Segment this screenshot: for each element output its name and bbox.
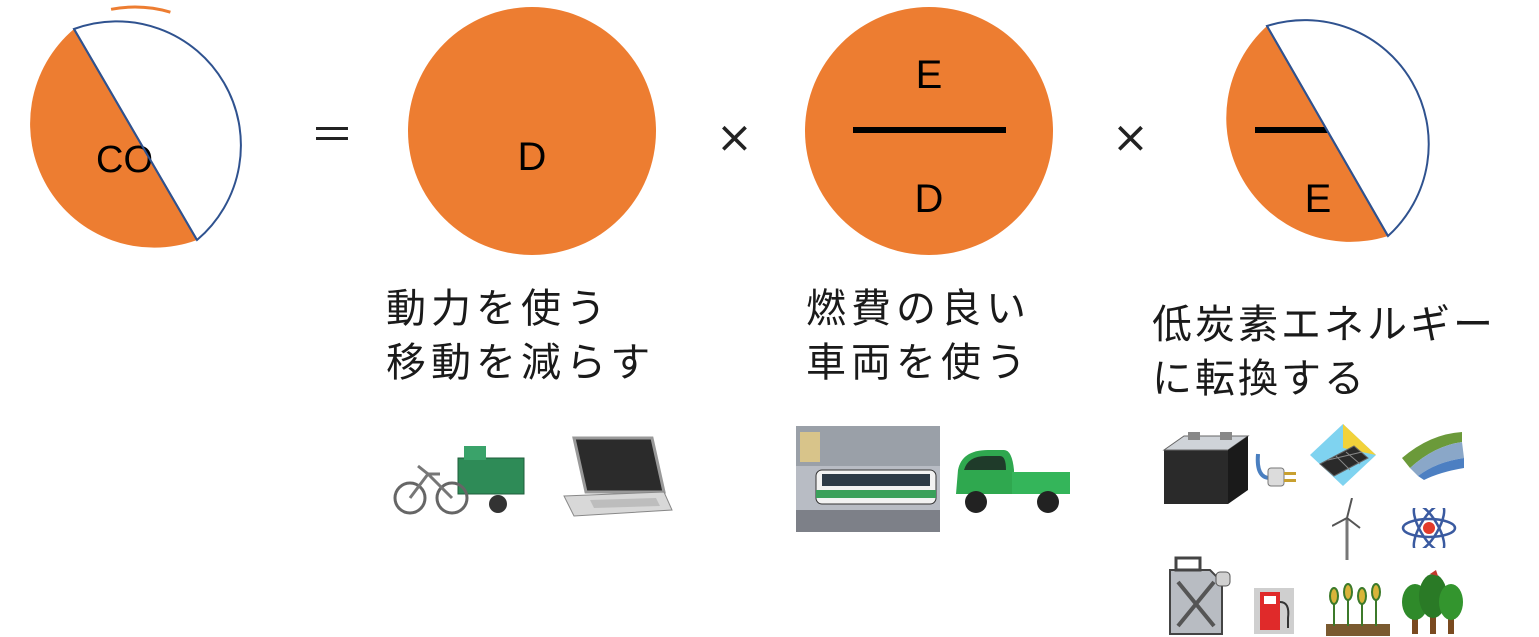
caption-lowcarbon-line1: 低炭素エネルギー — [1152, 302, 1496, 348]
caption-efficient-line1: 燃費の良い — [806, 286, 1031, 332]
caption-reduce-travel: 動力を使う 移動を減らす — [386, 282, 655, 390]
d-label: D — [518, 135, 547, 179]
c-over-e-circle: C E — [1226, 19, 1430, 242]
co2-cut-line — [73, 28, 198, 241]
fuel-pump-icon — [1254, 588, 1294, 634]
e-over-d-denominator: D — [915, 177, 944, 221]
tram-icon — [796, 426, 940, 532]
trees-icon — [1402, 570, 1463, 634]
caption-reduce-travel-line2: 移動を減らす — [386, 340, 656, 386]
jerry-can-icon — [1169, 556, 1231, 635]
laptop-icon — [563, 436, 673, 517]
c-over-e-denominator: E — [1305, 177, 1332, 221]
bicycle-cart-icon — [393, 446, 525, 515]
wind-turbine-icon — [1332, 498, 1361, 560]
equals-sign: ＝ — [310, 110, 354, 161]
co2-circle-top-arc — [9, 5, 261, 257]
crops-icon — [1326, 583, 1390, 636]
dam-icon — [1402, 432, 1464, 480]
c-over-e-white-half — [1265, 19, 1430, 238]
c-over-e-cut-line — [1266, 25, 1389, 237]
caption-reduce-travel-line1: 動力を使う — [386, 286, 611, 332]
caption-efficient-vehicle: 燃費の良い 車両を使う — [806, 282, 1031, 390]
co2-circle-white-half — [72, 20, 242, 242]
co2-circle-orange-half — [30, 29, 197, 248]
caption-efficient-line2: 車両を使う — [806, 340, 1031, 386]
solar-panel-icon — [1310, 424, 1376, 486]
e-over-d-circle: E D — [805, 7, 1053, 255]
c-over-e-orange-half — [1226, 26, 1388, 242]
times-sign-2: × — [1112, 112, 1149, 163]
d-circle: D — [408, 7, 656, 255]
atom-icon — [1401, 508, 1457, 548]
caption-lowcarbon-line2: に転換する — [1152, 356, 1367, 402]
co2-circle: CO — [9, 5, 261, 257]
co2-label: CO — [96, 139, 153, 181]
e-over-d-numerator: E — [916, 53, 943, 97]
times-sign-1: × — [716, 112, 753, 163]
electric-truck-icon — [956, 450, 1070, 513]
caption-low-carbon: 低炭素エネルギー に転換する — [1152, 298, 1496, 406]
battery-icon — [1162, 432, 1250, 504]
plug-icon — [1255, 453, 1296, 487]
